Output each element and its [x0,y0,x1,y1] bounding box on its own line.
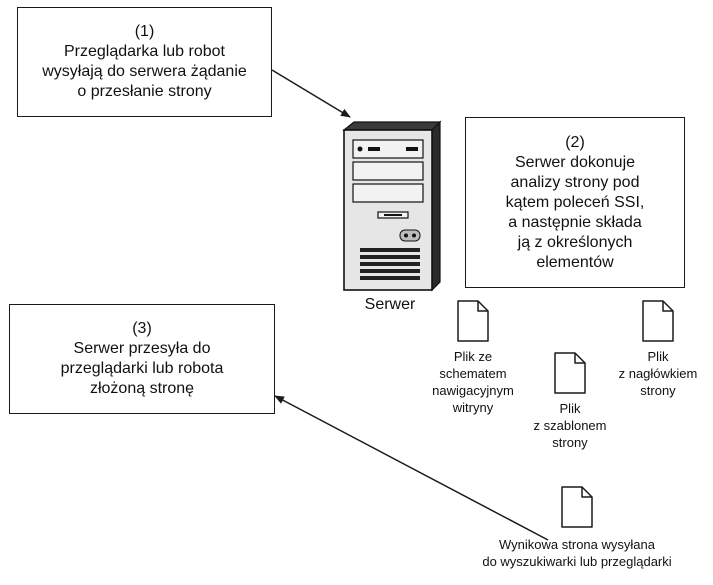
step-2-line: ją z określonych [517,233,633,251]
request-arrow [271,69,351,118]
step-1-line: wysyłają do serwera żądanie [42,63,247,80]
step-3-line: przeglądarki lub robota [60,360,224,377]
template-file: Plik z szablonem strony [520,352,620,451]
step-2-line: a następnie składa [508,213,642,231]
step-2-line: (2) [565,133,585,151]
step-3-line: złożoną stronę [89,380,195,397]
document-icon [554,352,586,394]
step-1-line: (1) [134,23,155,40]
server-label: Serwer [364,296,416,313]
template-file-caption: Plik z szablonem strony [533,401,607,450]
header-file-caption: Plik z nagłówkiem strony [618,349,698,398]
response-arrow [274,395,549,541]
navigation-file: Plik ze schematem nawigacyjnym witryny [413,300,533,416]
document-icon [561,486,593,528]
output-page-caption: Wynikowa strona wysyłana do wyszukiwarki… [482,537,672,569]
step-1-line: o przesłanie strony [77,83,212,100]
step-3-response-box: (3) Serwer przesyła do przeglądarki lub … [9,304,275,414]
step-2-line: analizy strony pod [510,173,640,191]
step-3-line: (3) [132,320,152,337]
step-3-line: Serwer przesyła do [73,340,211,357]
step-2-line: elementów [536,253,614,271]
step-2-line: Serwer dokonuje [514,153,636,171]
navigation-file-caption: Plik ze schematem nawigacyjnym witryny [432,349,514,415]
document-icon [642,300,674,342]
step-1-request-box: (1) Przeglądarka lub robot wysyłają do s… [17,7,272,117]
header-file: Plik z nagłówkiem strony [608,300,708,399]
step-2-analysis-box: (2) Serwer dokonuje analizy strony pod k… [465,117,685,288]
output-page-file: Wynikowa strona wysyłana do wyszukiwarki… [462,486,692,570]
step-2-line: kątem poleceń SSI, [505,193,645,211]
server-tower-icon [342,120,442,292]
document-icon [457,300,489,342]
step-1-line: Przeglądarka lub robot [64,43,225,60]
